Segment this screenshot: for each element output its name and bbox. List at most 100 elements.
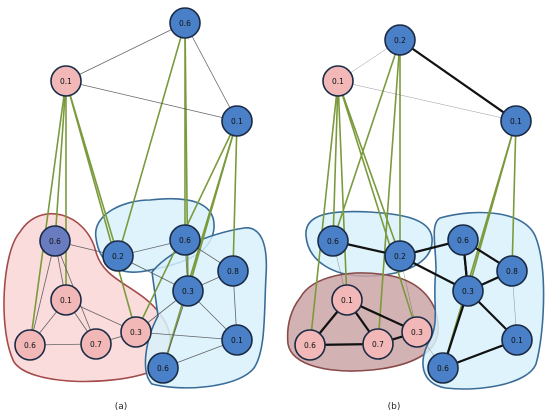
node-label: 0.1 — [510, 117, 522, 126]
node-b3[interactable]: 0.1 — [221, 324, 253, 356]
node-c3[interactable]: 0.6 — [169, 224, 201, 256]
node-b2[interactable]: 0.3 — [172, 275, 204, 307]
node-right[interactable]: 0.1 — [500, 105, 532, 137]
panel-a: 0.6 0.1 0.1 0.6 0.2 0.6 0.1 0.8 0.3 0.6 0.7 0.3 0.1 0… — [3, 7, 268, 389]
node-top[interactable]: 0.6 — [169, 7, 201, 39]
node-circle — [496, 255, 528, 287]
node-p3[interactable]: 0.7 — [80, 328, 112, 360]
node-b3[interactable]: 0.1 — [501, 324, 533, 356]
node-p1[interactable]: 0.1 — [331, 284, 363, 316]
node-p2[interactable]: 0.6 — [294, 329, 326, 361]
node-p4[interactable]: 0.3 — [120, 316, 152, 348]
hyperedge-link — [29, 80, 67, 346]
node-label: 0.2 — [112, 252, 124, 261]
node-b1[interactable]: 0.8 — [496, 255, 528, 287]
hyperedge-link — [117, 22, 186, 257]
node-label: 0.2 — [394, 36, 406, 45]
node-circle — [384, 240, 416, 272]
hyperedge-link — [54, 80, 67, 242]
node-circle — [317, 225, 349, 257]
node-circle — [221, 324, 253, 356]
node-circle — [294, 329, 326, 361]
hyperedge-link — [332, 80, 339, 242]
hyperedge-link — [337, 80, 418, 333]
node-circle — [331, 284, 363, 316]
node-label: 0.7 — [90, 340, 102, 349]
node-p4[interactable]: 0.3 — [401, 316, 433, 348]
node-label: 0.6 — [179, 236, 191, 245]
node-label: 0.1 — [332, 77, 344, 86]
node-label: 0.1 — [511, 336, 523, 345]
hyperedge-link — [309, 80, 339, 346]
graph-edge — [337, 80, 517, 122]
node-circle — [80, 328, 112, 360]
node-b1[interactable]: 0.8 — [217, 255, 249, 287]
node-circle — [362, 328, 394, 360]
graph-edge — [184, 22, 238, 122]
node-p2[interactable]: 0.6 — [14, 329, 46, 361]
graph-edge — [135, 331, 238, 341]
graph-edge — [65, 22, 186, 82]
node-circle — [447, 224, 479, 256]
hyperedge-link — [337, 80, 348, 301]
node-label: 0.1 — [341, 296, 353, 305]
node-label: 0.8 — [227, 267, 239, 276]
hyperedge-link — [65, 80, 137, 333]
node-label: 0.1 — [60, 77, 72, 86]
node-label: 0.6 — [327, 237, 339, 246]
node-circle — [384, 24, 416, 56]
graph-edge — [65, 80, 238, 122]
node-left[interactable]: 0.1 — [50, 65, 82, 97]
node-label: 0.7 — [372, 340, 384, 349]
node-label: 0.6 — [157, 364, 169, 373]
node-left[interactable]: 0.1 — [322, 65, 354, 97]
node-circle — [50, 65, 82, 97]
node-c1[interactable]: 0.6 — [317, 225, 349, 257]
node-b2[interactable]: 0.3 — [452, 275, 484, 307]
node-label: 0.3 — [182, 287, 194, 296]
hyperedge-link — [232, 120, 238, 272]
node-p1[interactable]: 0.1 — [50, 284, 82, 316]
node-label: 0.3 — [411, 328, 423, 337]
node-p3[interactable]: 0.7 — [362, 328, 394, 360]
node-circle — [172, 275, 204, 307]
node-b4[interactable]: 0.6 — [427, 352, 459, 384]
node-circle — [39, 225, 71, 257]
node-circle — [322, 65, 354, 97]
hyperedge-link — [332, 39, 401, 242]
node-label: 0.1 — [60, 296, 72, 305]
node-circle — [221, 105, 253, 137]
node-label: 0.6 — [179, 19, 191, 28]
node-circle — [14, 329, 46, 361]
node-circle — [217, 255, 249, 287]
node-label: 0.6 — [49, 237, 61, 246]
node-label: 0.1 — [231, 117, 243, 126]
node-label: 0.6 — [24, 341, 36, 350]
node-circle — [102, 240, 134, 272]
hyperedge-link — [377, 39, 401, 345]
panel-b: 0.2 0.1 0.1 0.6 0.2 0.6 0.1 0.8 0.3 0.6 0.7 0.3 0.1 0… — [286, 24, 545, 390]
panel-b-caption: (b) — [388, 402, 401, 412]
node-c2[interactable]: 0.2 — [102, 240, 134, 272]
node-circle — [147, 352, 179, 384]
node-c3[interactable]: 0.6 — [447, 224, 479, 256]
node-b4[interactable]: 0.6 — [147, 352, 179, 384]
node-c1[interactable]: 0.6 — [39, 225, 71, 257]
node-right[interactable]: 0.1 — [221, 105, 253, 137]
node-circle — [501, 324, 533, 356]
hyperedge-link — [337, 80, 401, 257]
node-circle — [427, 352, 459, 384]
node-label: 0.6 — [437, 364, 449, 373]
node-top[interactable]: 0.2 — [384, 24, 416, 56]
node-circle — [50, 284, 82, 316]
panel-a-caption: (a) — [115, 402, 128, 412]
hyperedge-link — [442, 120, 517, 369]
graph-edge — [29, 240, 56, 346]
node-label: 0.6 — [304, 341, 316, 350]
node-circle — [500, 105, 532, 137]
node-c2[interactable]: 0.2 — [384, 240, 416, 272]
node-circle — [169, 224, 201, 256]
node-label: 0.3 — [462, 287, 474, 296]
node-circle — [120, 316, 152, 348]
